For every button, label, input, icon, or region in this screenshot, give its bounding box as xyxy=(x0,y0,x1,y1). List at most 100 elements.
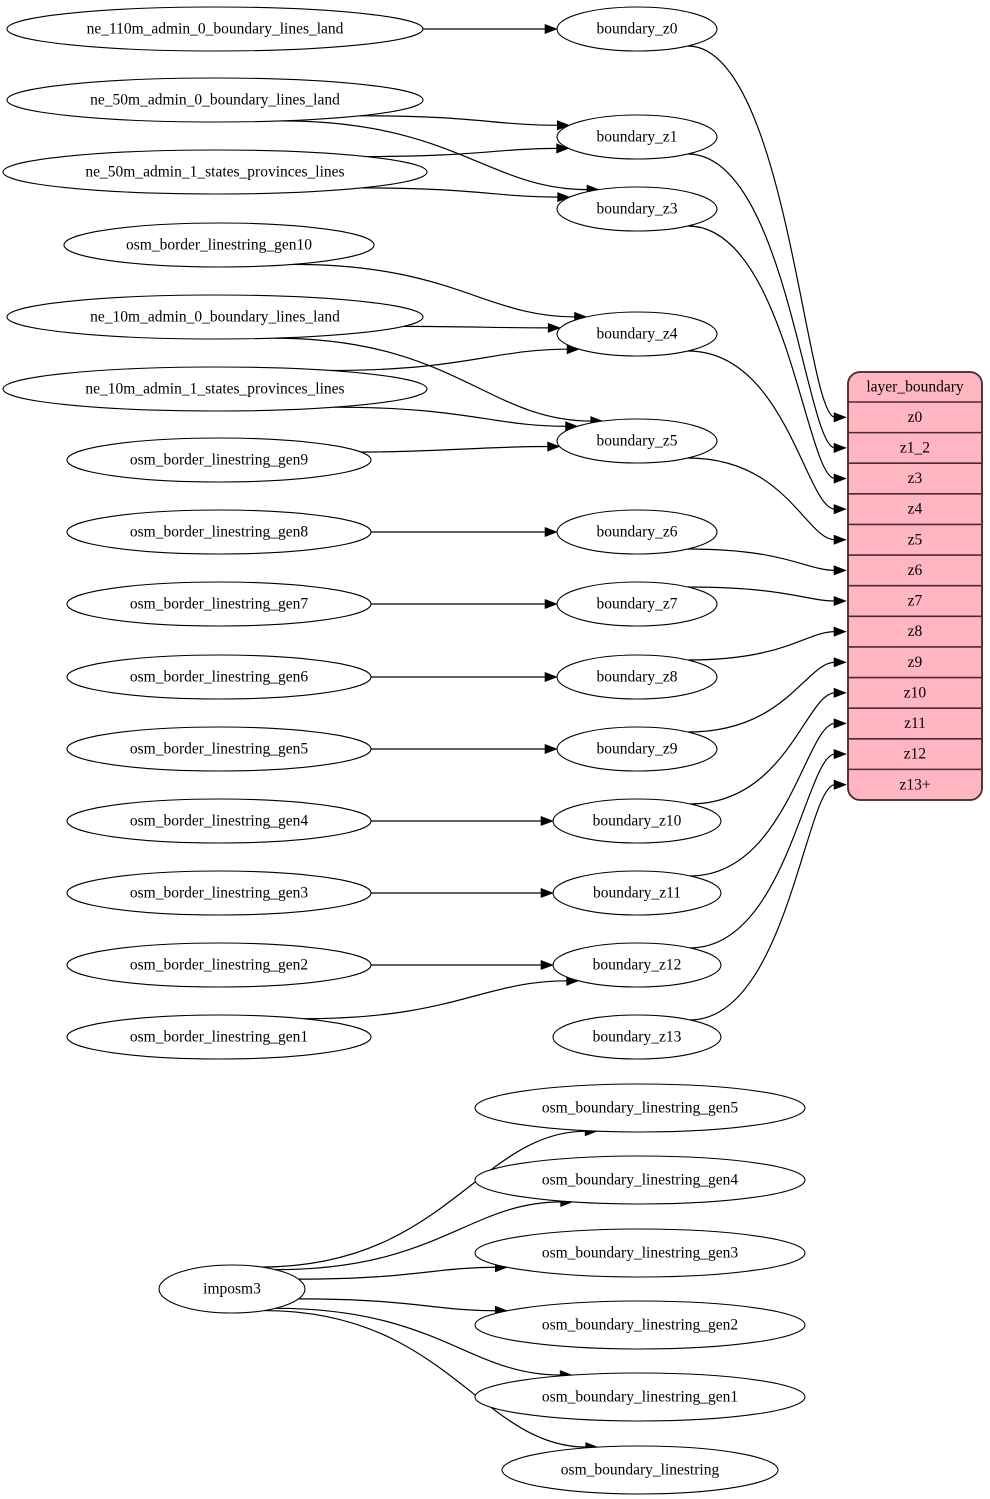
table-row-z1_2[interactable]: z1_2 xyxy=(900,439,930,456)
node-label: osm_border_linestring_gen10 xyxy=(126,237,312,254)
edge-imposm3-to-osm_boundary_linestring_gen4 xyxy=(275,1201,562,1271)
table-row-z4[interactable]: z4 xyxy=(908,501,923,518)
node-label: ne_10m_admin_1_states_provinces_lines xyxy=(85,381,344,398)
node-shape xyxy=(66,654,372,700)
source-node-osm_border_gen9[interactable]: osm_border_linestring_gen9 xyxy=(66,437,372,483)
source-node-osm_border_gen5[interactable]: osm_border_linestring_gen5 xyxy=(66,726,372,772)
source-node-osm_border_gen10[interactable]: osm_border_linestring_gen10 xyxy=(63,222,375,268)
source-node-ne_50m_admin_1[interactable]: ne_50m_admin_1_states_provinces_lines xyxy=(2,149,428,195)
source-node-ne_50m_admin_0[interactable]: ne_50m_admin_0_boundary_lines_land xyxy=(6,77,424,123)
boundary-node-boundary_z3[interactable]: boundary_z3 xyxy=(556,186,718,232)
node-label: imposm3 xyxy=(203,1281,261,1298)
source-node-osm_border_gen2[interactable]: osm_border_linestring_gen2 xyxy=(66,942,372,988)
importer-node-imposm3[interactable]: imposm3 xyxy=(158,1264,306,1314)
imported-node-osm_boundary_linestring_gen1[interactable]: osm_boundary_linestring_gen1 xyxy=(474,1372,806,1422)
edge-arrowhead xyxy=(833,442,847,453)
node-label: ne_50m_admin_0_boundary_lines_land xyxy=(90,92,340,109)
source-node-ne_10m_admin_0[interactable]: ne_10m_admin_0_boundary_lines_land xyxy=(6,294,424,340)
table-row-z5[interactable]: z5 xyxy=(908,531,923,548)
edge-boundary_z12-to-layer_boundary_z12 xyxy=(689,753,836,949)
node-shape xyxy=(2,366,428,412)
imported-node-osm_boundary_linestring_gen4[interactable]: osm_boundary_linestring_gen4 xyxy=(474,1155,806,1205)
table-row-z11[interactable]: z11 xyxy=(904,715,926,732)
node-label: osm_border_linestring_gen4 xyxy=(130,813,308,830)
imported-node-osm_boundary_linestring_gen2[interactable]: osm_boundary_linestring_gen2 xyxy=(474,1300,806,1350)
table-row-z3[interactable]: z3 xyxy=(908,470,923,487)
boundary-node-boundary_z12[interactable]: boundary_z12 xyxy=(552,942,722,988)
node-label: ne_10m_admin_0_boundary_lines_land xyxy=(90,309,340,326)
edge-arrowhead xyxy=(544,743,558,755)
edge-boundary_z3-to-layer_boundary_z3 xyxy=(687,225,836,480)
table-row-z8[interactable]: z8 xyxy=(908,623,923,640)
edge-boundary_z1-to-layer_boundary_z1_2 xyxy=(687,153,836,449)
node-label: boundary_z3 xyxy=(597,201,678,218)
node-label: osm_border_linestring_gen6 xyxy=(130,669,308,686)
edge-boundary_z10-to-layer_boundary_z10 xyxy=(689,692,836,805)
table-row-z12[interactable]: z12 xyxy=(904,746,926,763)
source-node-osm_border_gen1[interactable]: osm_border_linestring_gen1 xyxy=(66,1014,372,1060)
node-label: boundary_z12 xyxy=(593,957,682,974)
edge-arrowhead xyxy=(544,598,558,610)
table-row-z6[interactable]: z6 xyxy=(908,562,923,579)
node-label: osm_boundary_linestring_gen1 xyxy=(542,1389,738,1406)
node-shape xyxy=(63,222,375,268)
edge-boundary_z7-to-layer_boundary_z7 xyxy=(687,586,836,602)
node-shape xyxy=(66,1014,372,1060)
edge-arrowhead xyxy=(540,815,554,827)
table-row-z0[interactable]: z0 xyxy=(908,409,923,426)
source-node-ne_10m_admin_1[interactable]: ne_10m_admin_1_states_provinces_lines xyxy=(2,366,428,412)
node-label: osm_border_linestring_gen7 xyxy=(130,596,308,613)
node-shape xyxy=(556,186,718,232)
node-shape xyxy=(552,798,722,844)
node-label: boundary_z1 xyxy=(597,129,678,146)
node-shape xyxy=(6,77,424,123)
boundary-node-boundary_z8[interactable]: boundary_z8 xyxy=(556,654,718,700)
boundary-node-boundary_z7[interactable]: boundary_z7 xyxy=(556,581,718,627)
boundary-node-boundary_z5[interactable]: boundary_z5 xyxy=(556,418,718,464)
boundary-node-boundary_z0[interactable]: boundary_z0 xyxy=(556,6,718,52)
source-node-osm_border_gen3[interactable]: osm_border_linestring_gen3 xyxy=(66,870,372,916)
edge-arrowhead xyxy=(833,626,847,637)
table-outline xyxy=(847,371,983,801)
boundary-node-boundary_z9[interactable]: boundary_z9 xyxy=(556,726,718,772)
boundary-node-boundary_z13[interactable]: boundary_z13 xyxy=(552,1014,722,1060)
edge-ne_10m_admin_1-to-boundary_z4 xyxy=(329,348,569,372)
node-label: osm_boundary_linestring xyxy=(561,1462,720,1479)
node-label: osm_border_linestring_gen2 xyxy=(130,957,308,974)
edge-arrowhead xyxy=(833,657,847,668)
source-node-osm_border_gen7[interactable]: osm_border_linestring_gen7 xyxy=(66,581,372,627)
boundary-node-boundary_z1[interactable]: boundary_z1 xyxy=(556,114,718,160)
source-node-osm_border_gen4[interactable]: osm_border_linestring_gen4 xyxy=(66,798,372,844)
imported-node-osm_boundary_linestring_gen3[interactable]: osm_boundary_linestring_gen3 xyxy=(474,1228,806,1278)
table-row-z9[interactable]: z9 xyxy=(908,654,923,671)
node-shape xyxy=(66,942,372,988)
source-node-osm_border_gen8[interactable]: osm_border_linestring_gen8 xyxy=(66,509,372,555)
edge-arrowhead xyxy=(833,779,847,790)
edge-ne_10m_admin_1-to-boundary_z5 xyxy=(334,406,567,427)
edge-arrowhead xyxy=(833,565,847,576)
table-row-z7[interactable]: z7 xyxy=(908,593,923,610)
node-shape xyxy=(556,418,718,464)
node-shape xyxy=(66,726,372,772)
boundary-node-boundary_z6[interactable]: boundary_z6 xyxy=(556,509,718,555)
table-row-z10[interactable]: z10 xyxy=(904,684,927,701)
edge-arrowhead xyxy=(540,887,554,899)
boundary-node-boundary_z11[interactable]: boundary_z11 xyxy=(552,870,722,916)
edge-boundary_z8-to-layer_boundary_z8 xyxy=(687,631,836,661)
imported-node-osm_boundary_linestring_gen5[interactable]: osm_boundary_linestring_gen5 xyxy=(474,1083,806,1133)
imported-node-osm_boundary_linestring[interactable]: osm_boundary_linestring xyxy=(501,1445,779,1495)
source-node-ne_110m_admin_0[interactable]: ne_110m_admin_0_boundary_lines_land xyxy=(6,6,424,52)
node-shape xyxy=(556,726,718,772)
boundary-node-boundary_z4[interactable]: boundary_z4 xyxy=(556,311,718,357)
edge-imposm3-to-osm_boundary_linestring_gen1 xyxy=(275,1307,562,1376)
edge-boundary_z11-to-layer_boundary_z11 xyxy=(689,722,836,877)
table-row-z13+[interactable]: z13+ xyxy=(899,776,930,793)
boundary-node-boundary_z10[interactable]: boundary_z10 xyxy=(552,798,722,844)
node-shape xyxy=(66,798,372,844)
node-shape xyxy=(556,311,718,357)
source-node-osm_border_gen6[interactable]: osm_border_linestring_gen6 xyxy=(66,654,372,700)
node-label: osm_boundary_linestring_gen3 xyxy=(542,1245,739,1262)
node-label: osm_border_linestring_gen3 xyxy=(130,885,308,902)
edge-imposm3-to-osm_boundary_linestring_gen3 xyxy=(298,1266,497,1280)
